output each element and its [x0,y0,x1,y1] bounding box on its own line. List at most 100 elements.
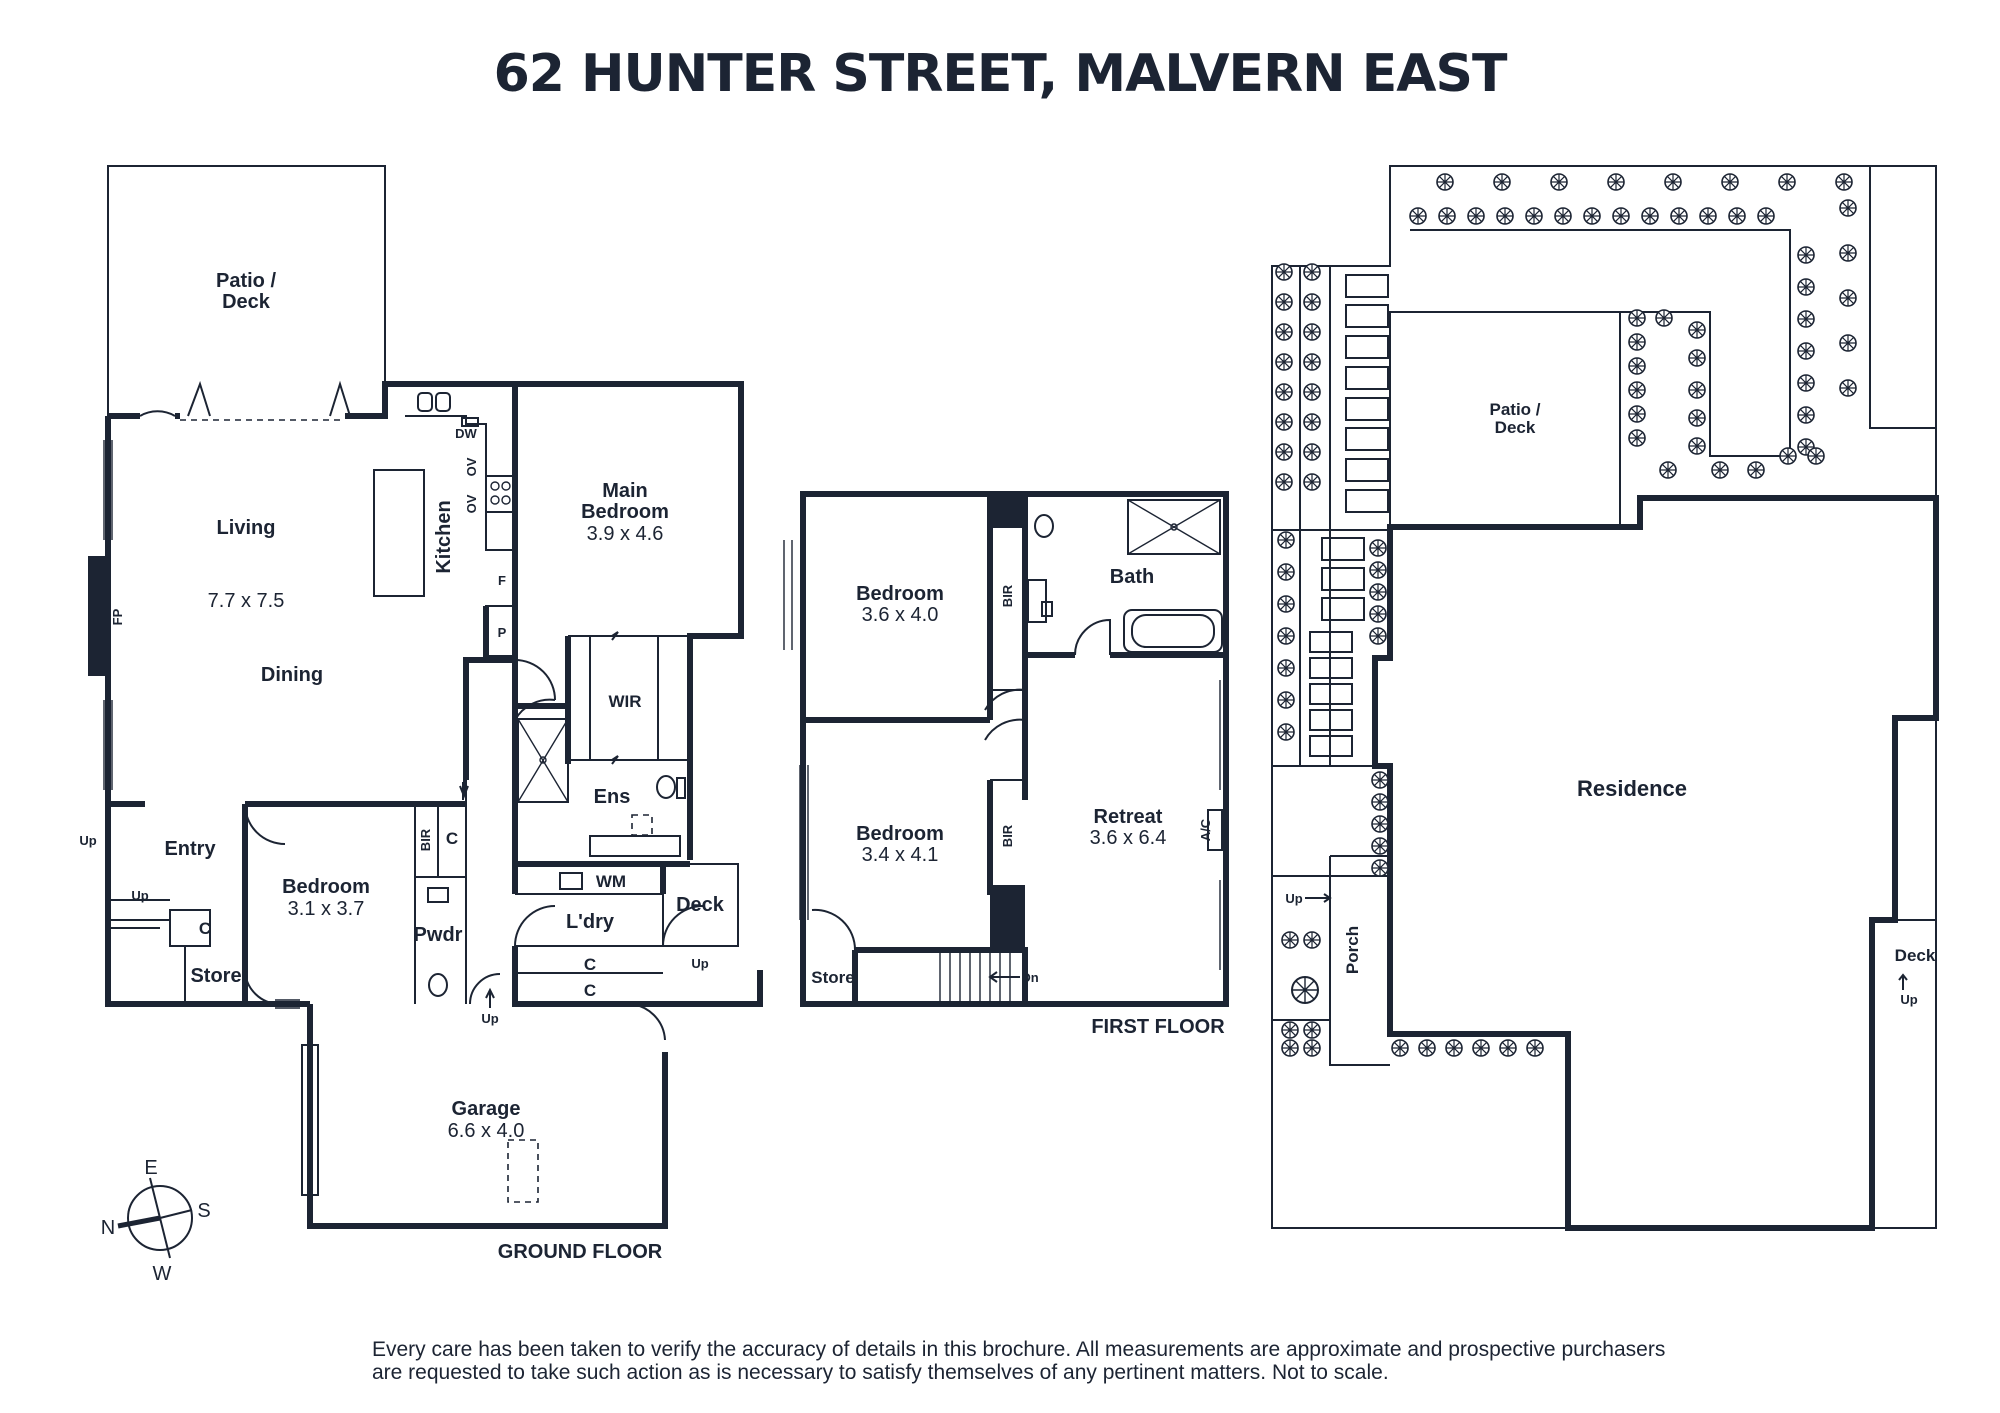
shrub-icon [1277,723,1295,741]
porch-up-label: Up [1285,891,1302,906]
disclaimer-text: Every care has been taken to verify the … [372,1338,1666,1384]
pwdr-label: Pwdr [414,924,463,946]
shrub-icon [1472,1039,1490,1057]
deck-up-label: Up [691,956,708,971]
shrub-icon [1438,207,1456,225]
shrub-icon [1275,443,1293,461]
fp-label: FP [110,608,125,625]
site-plan-labels: Patio / Deck Residence Porch Deck Up Up [1285,400,1936,1007]
bir-label: BIR [418,828,433,851]
bedroom-size: 3.1 x 3.7 [288,898,365,920]
kitchen-island [373,469,425,597]
site-boundary [1271,165,1937,1229]
site-patio-label-2: Deck [1495,418,1536,437]
shrub-icon [1303,1039,1321,1057]
shrub-icon [1303,931,1321,949]
dining-label: Dining [261,664,323,686]
shrub-icon [1554,207,1572,225]
dn-label: Dn [1021,970,1038,985]
main-bedroom-label-1: Main [602,480,648,502]
shrub-icon [1628,429,1646,447]
shrub-icon [1688,321,1706,339]
shrub-icon [1779,447,1797,465]
shrub-icon [1550,173,1568,191]
site-deck-label: Deck [1895,946,1936,965]
shrub-icon [1275,293,1293,311]
shrub-icon [1303,293,1321,311]
shrub-icon [1612,207,1630,225]
shrub-icon [1277,691,1295,709]
shrub-icon [1369,539,1387,557]
shrub-icon [1721,173,1739,191]
compass-w: W [153,1263,172,1285]
porch-label: Porch [1343,926,1362,974]
shrub-icon [1409,207,1427,225]
closet-label-2: C [446,829,458,848]
residence-outline [1372,495,1939,1231]
shrub-icon [1277,531,1295,549]
shrub-icon [1371,859,1389,877]
shrub-icon [1418,1039,1436,1057]
shrub-icon [1371,837,1389,855]
shrub-icon [1499,1039,1517,1057]
first-floor-plan [783,491,1229,1007]
shrub-icon [1688,349,1706,367]
shrub-icon [1835,173,1853,191]
shrub-icon [1628,381,1646,399]
shrub-icon [1778,173,1796,191]
pantry-label: P [498,625,507,640]
shrub-icon [1688,409,1706,427]
shrub-icon [1467,207,1485,225]
shrub-icon [1728,207,1746,225]
shrub-icon [1436,173,1454,191]
entry-label: Entry [164,838,216,860]
ac-label: A/C [1198,818,1213,841]
shrub-icon [1525,207,1543,225]
living-size: 7.7 x 7.5 [208,590,285,612]
shrub-icon [1303,1021,1321,1039]
oven-label-1: OV [464,457,479,476]
shrub-icon [1688,437,1706,455]
shrub-icon [1275,263,1293,281]
patio-label-2: Deck [222,291,271,313]
shrub-icon [1277,627,1295,645]
pavers [1309,274,1389,757]
shrub-icon [1688,381,1706,399]
shrub-icon [1275,413,1293,431]
shrub-icon [1797,278,1815,296]
garage-size: 6.6 x 4.0 [448,1120,525,1142]
bath-label: Bath [1110,566,1154,588]
shrub-icon [1711,461,1729,479]
shrub-icon [1839,379,1857,397]
dw-label: DW [455,426,477,441]
deck-label: Deck [676,894,725,916]
ff-bir-label-1: BIR [1000,584,1015,607]
shrub-icon [1526,1039,1544,1057]
wir-label: WIR [608,692,641,711]
shrub-icon [1277,595,1295,613]
shrub-icon [1607,173,1625,191]
shrub-icon [1659,461,1677,479]
ff-bedroom1-label: Bedroom [856,583,944,605]
shrub-icon [1807,447,1825,465]
ground-floor-labels: Patio / Deck Living 7.7 x 7.5 Dining Kit… [79,270,724,1263]
shrub-icon [1277,659,1295,677]
shrub-icon [1281,1021,1299,1039]
compass-s: S [197,1200,210,1222]
shrub-icon [1797,374,1815,392]
ff-store-label: Store [811,968,854,987]
site-deck-up-label: Up [1900,992,1917,1007]
stairs-up-label: Up [131,888,148,903]
bedroom-label: Bedroom [282,876,370,898]
shrub-icon [1303,353,1321,371]
shrub-icon [1281,1039,1299,1057]
compass-n: N [101,1217,115,1239]
shrub-icon [1839,244,1857,262]
laundry-label: L'dry [566,911,615,933]
shrub-icon [1641,207,1659,225]
shrub-icon [1797,310,1815,328]
shrub-icon [1496,207,1514,225]
first-floor-heading: FIRST FLOOR [1091,1016,1225,1038]
shrub-icon [1369,583,1387,601]
